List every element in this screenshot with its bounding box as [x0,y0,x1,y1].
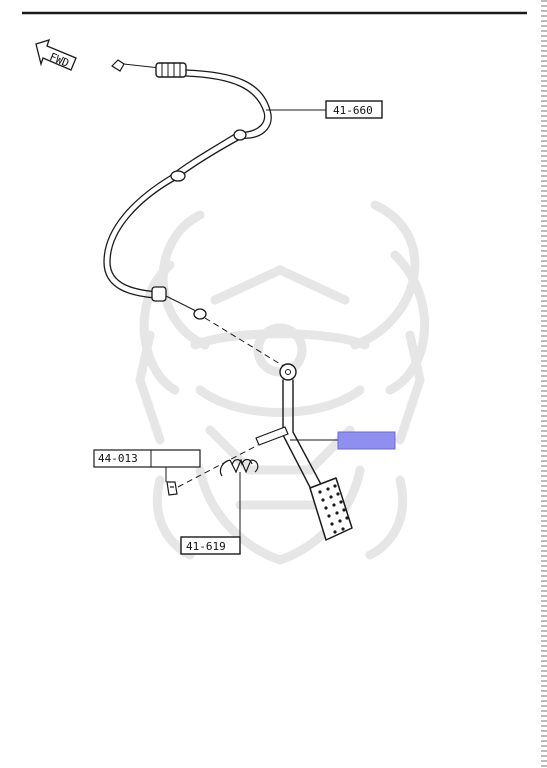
scan-edge-strip [541,0,547,768]
assembly-guide-line [204,317,291,371]
svg-text:41-660: 41-660 [333,104,373,117]
callout-44-013: 44-013 [93,449,201,468]
clip-guide-line [177,444,259,488]
forward-arrow-icon [35,39,77,71]
clip [166,481,178,496]
accelerator-pedal [255,363,353,541]
callout-41-660: 41-660 [325,100,383,119]
svg-text:41-619: 41-619 [186,540,226,553]
callout-accelerator-pedal [337,431,396,450]
callout-41-619: 41-619 [180,536,241,555]
accelerator-cable [103,59,272,320]
return-spring [219,458,259,477]
svg-text:44-013: 44-013 [98,452,138,465]
pedal-pad-holes [318,484,349,534]
